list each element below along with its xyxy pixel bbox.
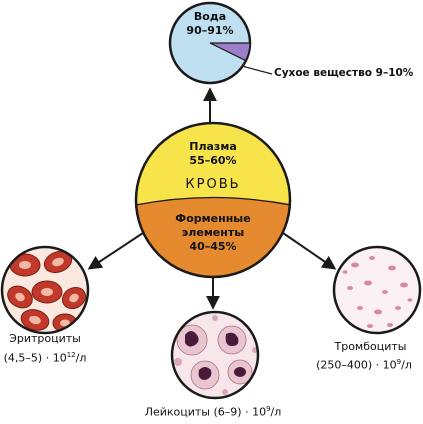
platelet — [388, 265, 396, 271]
platelet — [367, 324, 373, 328]
dry-matter-pointer — [241, 65, 273, 75]
leukocytes-label: Лейкоциты (6–9) · 109/л — [144, 405, 282, 419]
erythrocytes-name: Эритроциты — [9, 332, 81, 345]
dry-matter-label: Сухое вещество 9–10% — [274, 67, 414, 79]
dry-matter-wedge — [209, 42, 251, 62]
platelet — [369, 256, 375, 260]
arrows — [87, 65, 337, 310]
thrombocytes-circle — [332, 245, 422, 335]
arrow-to-erythrocytes — [87, 232, 144, 270]
platelet — [364, 280, 372, 286]
water-value: 90–91% — [186, 24, 234, 37]
formed-elements-label-2: элементы — [181, 226, 245, 239]
erythrocytes-label: Эритроциты — [0, 332, 90, 346]
thrombocytes-count: (250–400) · 109/л — [316, 358, 412, 372]
erythrocytes-circle — [0, 245, 90, 335]
platelet — [347, 286, 353, 290]
plasma-value: 55–60% — [189, 154, 237, 167]
platelet — [374, 309, 382, 315]
platelet — [357, 306, 363, 310]
erythrocytes-count: (4,5–5) · 1012/л — [3, 351, 87, 365]
thrombocytes-label: Тромбоциты — [318, 340, 423, 354]
blood-label: КРОВЬ — [185, 177, 241, 192]
platelet — [395, 306, 401, 310]
platelet — [400, 282, 408, 288]
platelet — [382, 290, 388, 294]
leukocytes-circle — [170, 310, 260, 400]
formed-elements-label-1: Форменные — [175, 212, 251, 225]
platelet — [407, 298, 413, 302]
plasma-label: Плазма — [189, 140, 237, 153]
thrombocytes-name: Тромбоциты — [334, 340, 407, 353]
water-label: Вода — [193, 10, 227, 23]
platelet — [387, 323, 393, 327]
leukocytes-name: Лейкоциты — [144, 405, 210, 419]
platelet — [351, 262, 359, 268]
water-circle — [168, 1, 252, 85]
formed-elements-value: 40–45% — [189, 240, 237, 253]
arrow-to-thrombocytes — [282, 232, 337, 270]
platelet — [342, 270, 348, 274]
